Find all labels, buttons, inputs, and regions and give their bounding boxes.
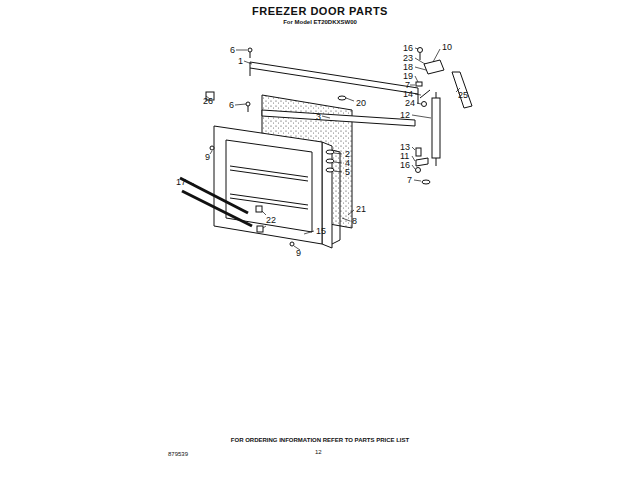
- callout-number: 9: [296, 249, 301, 258]
- model-subtitle: For Model ET20DKXSW00: [283, 19, 357, 25]
- callout-number: 11: [400, 152, 409, 161]
- callout-number: 7: [405, 81, 410, 90]
- callout-number: 9: [205, 153, 210, 162]
- callout-number: 2: [345, 150, 350, 159]
- callout-number: 19: [403, 72, 413, 81]
- callout-number: 22: [266, 216, 276, 225]
- callout-number: 10: [442, 43, 452, 52]
- callout-number: 24: [405, 99, 415, 108]
- callout-number: 14: [403, 90, 413, 99]
- callout-number: 12: [400, 111, 410, 120]
- callout-number: 26: [203, 97, 213, 106]
- callout-number: 16: [403, 44, 413, 53]
- ordering-note: FOR ORDERING INFORMATION REFER TO PARTS …: [231, 437, 409, 443]
- callout-number: 23: [403, 54, 413, 63]
- callout-number: 21: [356, 205, 366, 214]
- callout-number: 18: [403, 63, 413, 72]
- diagram-title: FREEZER DOOR PARTS: [252, 6, 388, 17]
- callout-number: 20: [356, 99, 366, 108]
- callout-number: 5: [345, 168, 350, 177]
- callout-number: 13: [400, 143, 410, 152]
- callout-number: 6: [229, 101, 234, 110]
- drawing-number: 879539: [168, 451, 188, 457]
- page-number: 12: [315, 449, 322, 455]
- callout-number: 15: [316, 227, 326, 236]
- callout-number: 17: [176, 178, 186, 187]
- callout-number: 25: [458, 91, 468, 100]
- callout-number: 4: [345, 159, 350, 168]
- callout-number: 8: [352, 217, 357, 226]
- callout-number: 3: [316, 113, 321, 122]
- callout-number: 6: [230, 46, 235, 55]
- callout-number: 7: [407, 176, 412, 185]
- callout-number: 16: [400, 161, 410, 170]
- callout-number: 1: [238, 57, 243, 66]
